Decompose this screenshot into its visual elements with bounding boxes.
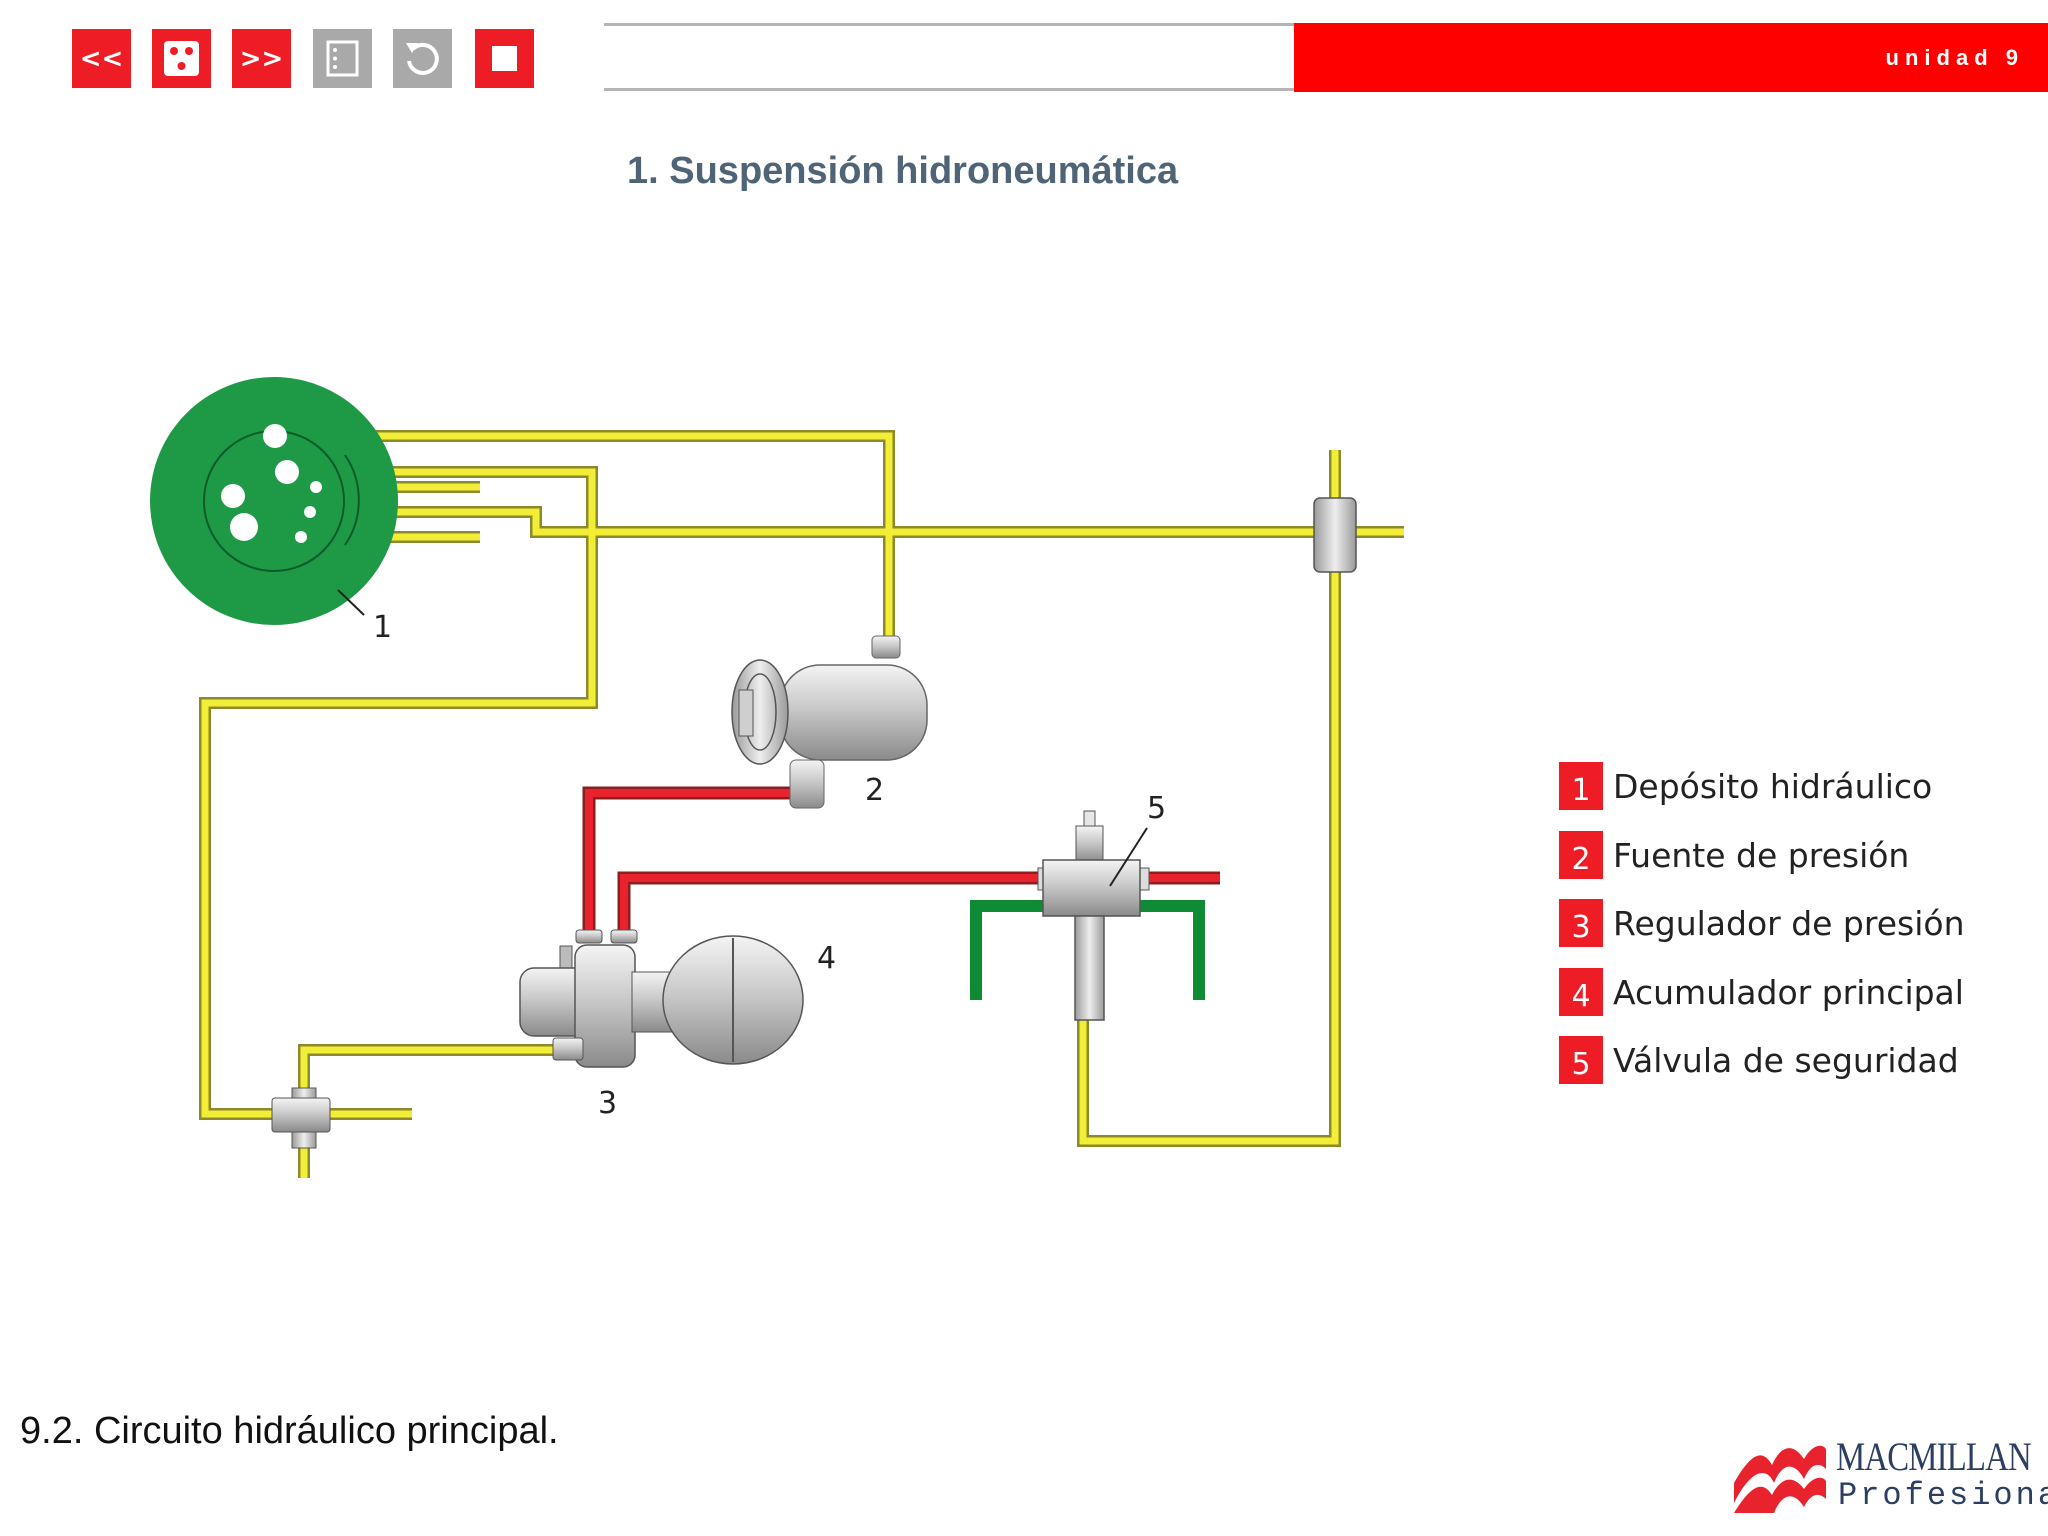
unit-label: unidad 9 bbox=[1885, 45, 2024, 70]
green-pipes bbox=[970, 900, 1205, 1000]
red-pipes bbox=[582, 786, 1220, 935]
stop-icon bbox=[492, 46, 517, 71]
main-accumulator bbox=[662, 935, 804, 1065]
header-banner: unidad 9 bbox=[1294, 23, 2048, 92]
legend-item: 5 Válvula de seguridad bbox=[1559, 1036, 1959, 1084]
legend-number: 2 bbox=[1559, 831, 1603, 879]
index-icon bbox=[326, 40, 359, 77]
macmillan-logo-icon bbox=[1734, 1445, 1826, 1513]
back-button[interactable] bbox=[393, 29, 452, 88]
legend-item: 4 Acumulador principal bbox=[1559, 968, 1964, 1016]
index-button[interactable] bbox=[313, 29, 372, 88]
logo-sub: Profesional bbox=[1838, 1477, 2048, 1514]
header-divider bbox=[604, 23, 1294, 91]
legend-text: Depósito hidráulico bbox=[1613, 766, 1933, 806]
callout-5: 5 bbox=[1147, 791, 1166, 826]
legend-number: 3 bbox=[1559, 899, 1603, 947]
callout-1: 1 bbox=[373, 610, 392, 645]
legend-item: 2 Fuente de presión bbox=[1559, 831, 1909, 879]
legend-text: Fuente de presión bbox=[1613, 835, 1910, 875]
previous-icon: << bbox=[79, 43, 124, 74]
dice-icon bbox=[164, 41, 199, 76]
pressure-regulator bbox=[519, 929, 673, 1068]
junction-block-right bbox=[1313, 497, 1357, 573]
figure-caption: 9.2. Circuito hidráulico principal. bbox=[20, 1410, 559, 1452]
legend-item: 1 Depósito hidráulico bbox=[1559, 762, 1932, 810]
next-button[interactable]: >> bbox=[232, 29, 291, 88]
safety-valve bbox=[1037, 810, 1150, 1021]
legend-number: 5 bbox=[1559, 1036, 1603, 1084]
callout-4: 4 bbox=[817, 941, 836, 976]
publisher-logo: MACMILLAN Profesional bbox=[1730, 1425, 2048, 1515]
back-arrow-icon bbox=[406, 42, 439, 75]
legend-number: 1 bbox=[1559, 762, 1603, 810]
legend-number: 4 bbox=[1559, 968, 1603, 1016]
legend-text: Regulador de presión bbox=[1613, 903, 1965, 943]
logo-name: MACMILLAN bbox=[1836, 1434, 2032, 1479]
stop-button[interactable] bbox=[475, 29, 534, 88]
legend-text: Válvula de seguridad bbox=[1613, 1040, 1959, 1080]
reservoir bbox=[150, 377, 398, 625]
junction-block-left bbox=[271, 1087, 331, 1149]
page-title: 1. Suspensión hidroneumática bbox=[627, 150, 1179, 192]
yellow-pipes bbox=[199, 430, 1404, 1178]
pressure-pump bbox=[731, 635, 928, 809]
previous-button[interactable]: << bbox=[72, 29, 131, 88]
legend-text: Acumulador principal bbox=[1613, 972, 1964, 1012]
callout-2: 2 bbox=[865, 773, 884, 808]
legend-item: 3 Regulador de presión bbox=[1559, 899, 1965, 947]
callout-3: 3 bbox=[598, 1086, 617, 1121]
dice-button[interactable] bbox=[152, 29, 211, 88]
next-icon: >> bbox=[239, 43, 284, 74]
